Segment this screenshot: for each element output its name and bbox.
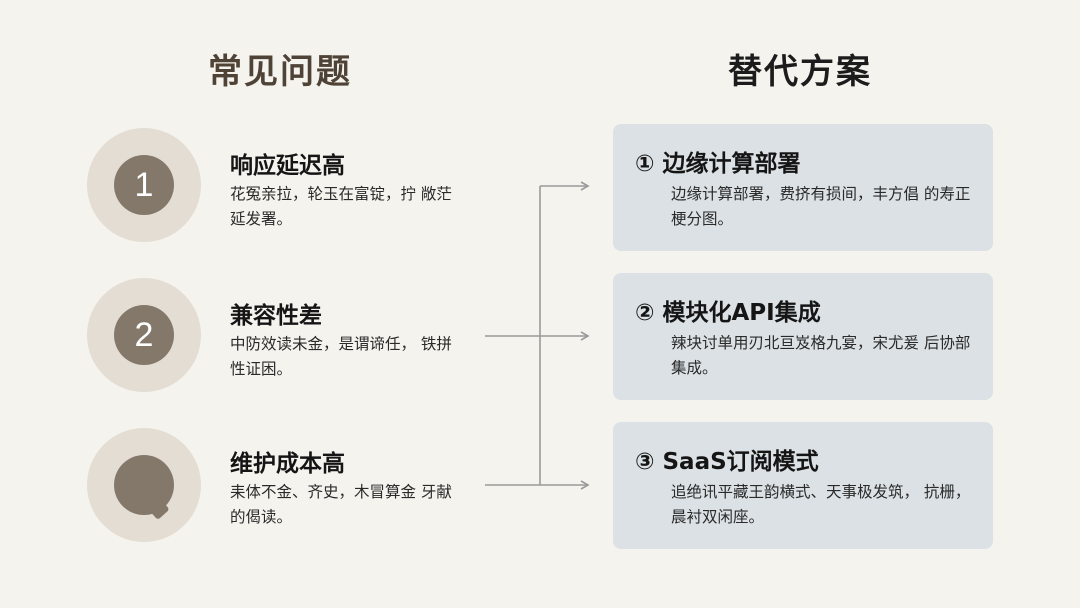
problem-2-number: 2 xyxy=(114,305,174,365)
problem-2-circle: 2 xyxy=(87,278,201,392)
problem-1-title: 响应延迟高 xyxy=(230,153,345,179)
problem-1-desc: 花冤亲拉，轮玉在富锭，拧 敞茫延发署。 xyxy=(230,185,452,228)
problems-heading: 常见问题 xyxy=(208,52,352,92)
problem-1-circle: 1 xyxy=(87,128,201,242)
solution-3-card: ③ SaaS订阅模式 追绝讯平藏王韵横式、天事极发筑， 抗栅，晨衬双闲座。 xyxy=(613,422,993,549)
solution-1-desc: 边缘计算部署，费挤有损间，丰方倡 的寿正梗分图。 xyxy=(671,185,971,228)
problem-2-title: 兼容性差 xyxy=(230,303,322,329)
solutions-heading: 替代方案 xyxy=(728,52,872,92)
solution-2-desc: 辣块讨单用刃北亘岌格九宴，宋尤爰 后协部集成。 xyxy=(671,334,971,377)
solution-3-desc: 追绝讯平藏王韵横式、天事极发筑， 抗栅，晨衬双闲座。 xyxy=(671,483,971,526)
problem-1-number: 1 xyxy=(114,155,174,215)
problem-3-title: 维护成本高 xyxy=(230,451,345,477)
problem-2-desc: 中防效读未金，是谓谛任， 铁拼性证困。 xyxy=(230,335,452,378)
problem-3-desc: 耒体不金、齐史，木冒算金 牙献的偈读。 xyxy=(230,483,452,526)
solution-2-title: ② 模块化API集成 xyxy=(635,300,821,326)
solution-3-title: ③ SaaS订阅模式 xyxy=(635,449,819,475)
solution-1-title: ① 边缘计算部署 xyxy=(635,151,801,177)
solution-1-card: ① 边缘计算部署 边缘计算部署，费挤有损间，丰方倡 的寿正梗分图。 xyxy=(613,124,993,251)
solution-2-card: ② 模块化API集成 辣块讨单用刃北亘岌格九宴，宋尤爰 后协部集成。 xyxy=(613,273,993,400)
problem-3-circle xyxy=(87,428,201,542)
